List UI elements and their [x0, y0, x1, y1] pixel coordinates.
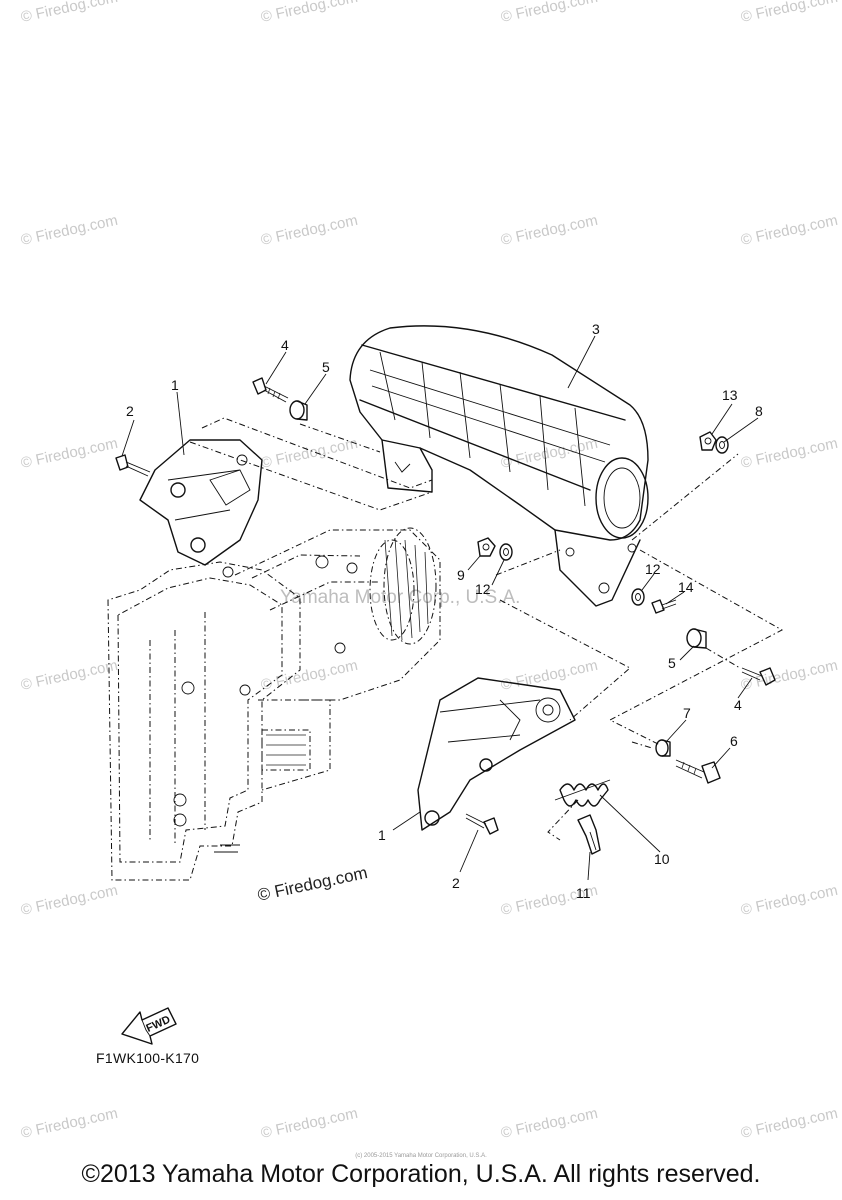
watermark: © Firedog.com	[259, 0, 359, 26]
callout-6: 6	[730, 733, 738, 749]
bolt-part-2-lower	[465, 813, 499, 835]
callout-13: 13	[722, 387, 738, 403]
watermark: © Firedog.com	[259, 212, 359, 249]
bolt-part-11	[577, 814, 601, 855]
screw-part-14	[651, 599, 677, 614]
nut-part-13	[699, 431, 717, 451]
fine-print: (c) 2005-2015 Yamaha Motor Corporation, …	[355, 1153, 487, 1159]
watermark: © Firedog.com	[19, 435, 119, 472]
forward-direction-arrow: FWD	[121, 1007, 177, 1045]
bolt-part-4-upper	[252, 377, 289, 403]
callout-5-lower: 5	[668, 655, 676, 671]
callout-12-left: 12	[475, 581, 491, 597]
watermark: © Firedog.com	[259, 1105, 359, 1142]
watermark: © Firedog.com	[19, 212, 119, 249]
watermark: © Firedog.com	[259, 657, 359, 694]
bracket-upper-part-1	[139, 439, 263, 566]
center-watermark: Yamaha Motor Corp., U.S.A.	[280, 587, 520, 608]
watermark: © Firedog.com	[739, 882, 839, 919]
callout-4-upper: 4	[281, 337, 289, 353]
assembly-center-lines	[189, 417, 784, 841]
callout-10: 10	[654, 851, 670, 867]
callout-3: 3	[592, 321, 600, 337]
callout-12-right: 12	[645, 561, 661, 577]
watermark: © Firedog.com	[739, 0, 839, 26]
watermark: © Firedog.com	[19, 657, 119, 694]
cover-part-3	[349, 325, 649, 607]
watermark: © Firedog.com	[739, 435, 839, 472]
watermark-grid: © Firedog.com © Firedog.com © Firedog.co…	[19, 0, 839, 1142]
callout-1-upper: 1	[171, 377, 179, 393]
callout-leaders	[121, 335, 759, 881]
callout-2-lower: 2	[452, 875, 460, 891]
jet-pump-housing-phantom	[107, 527, 441, 881]
collar-part-7	[655, 739, 671, 757]
copyright-notice: ©2013 Yamaha Motor Corporation, U.S.A. A…	[81, 1160, 761, 1188]
callout-8: 8	[755, 403, 763, 419]
washer-part-12-left	[499, 543, 513, 561]
watermark: © Firedog.com	[499, 1105, 599, 1142]
callout-1-lower: 1	[378, 827, 386, 843]
callout-14: 14	[678, 579, 694, 595]
watermark: © Firedog.com	[19, 1105, 119, 1142]
bolt-part-4-lower	[741, 667, 776, 686]
watermark: © Firedog.com	[739, 212, 839, 249]
bolt-part-6	[675, 759, 721, 784]
callout-9: 9	[457, 567, 465, 583]
watermark: © Firedog.com	[739, 657, 839, 694]
watermark: © Firedog.com	[739, 1105, 839, 1142]
spacer-part-5-upper	[289, 400, 308, 421]
washer-part-12-right	[631, 588, 645, 606]
nut-part-9	[477, 537, 496, 557]
callout-11: 11	[576, 885, 591, 901]
spring-part-10	[554, 779, 611, 807]
callout-2-upper: 2	[126, 403, 134, 419]
washer-part-8	[715, 436, 729, 454]
callout-7: 7	[683, 705, 691, 721]
watermark: © Firedog.com	[19, 882, 119, 919]
watermark: © Firedog.com	[499, 435, 599, 472]
bolt-part-2-upper	[115, 454, 151, 477]
spacer-part-5-lower	[686, 628, 707, 649]
callout-4-lower: 4	[734, 697, 742, 713]
diagram-code: F1WK100-K170	[96, 1050, 200, 1066]
watermark: © Firedog.com	[259, 435, 359, 472]
callout-5-upper: 5	[322, 359, 330, 375]
bracket-lower-part-1	[417, 677, 576, 831]
watermark: © Firedog.com	[499, 212, 599, 249]
watermark: © Firedog.com	[19, 0, 119, 26]
watermark: © Firedog.com	[499, 0, 599, 26]
callout-numbers: 1 2 3 4 5 13 8 9 12 12 14 5 4 7 6 1 10 2…	[126, 321, 763, 901]
